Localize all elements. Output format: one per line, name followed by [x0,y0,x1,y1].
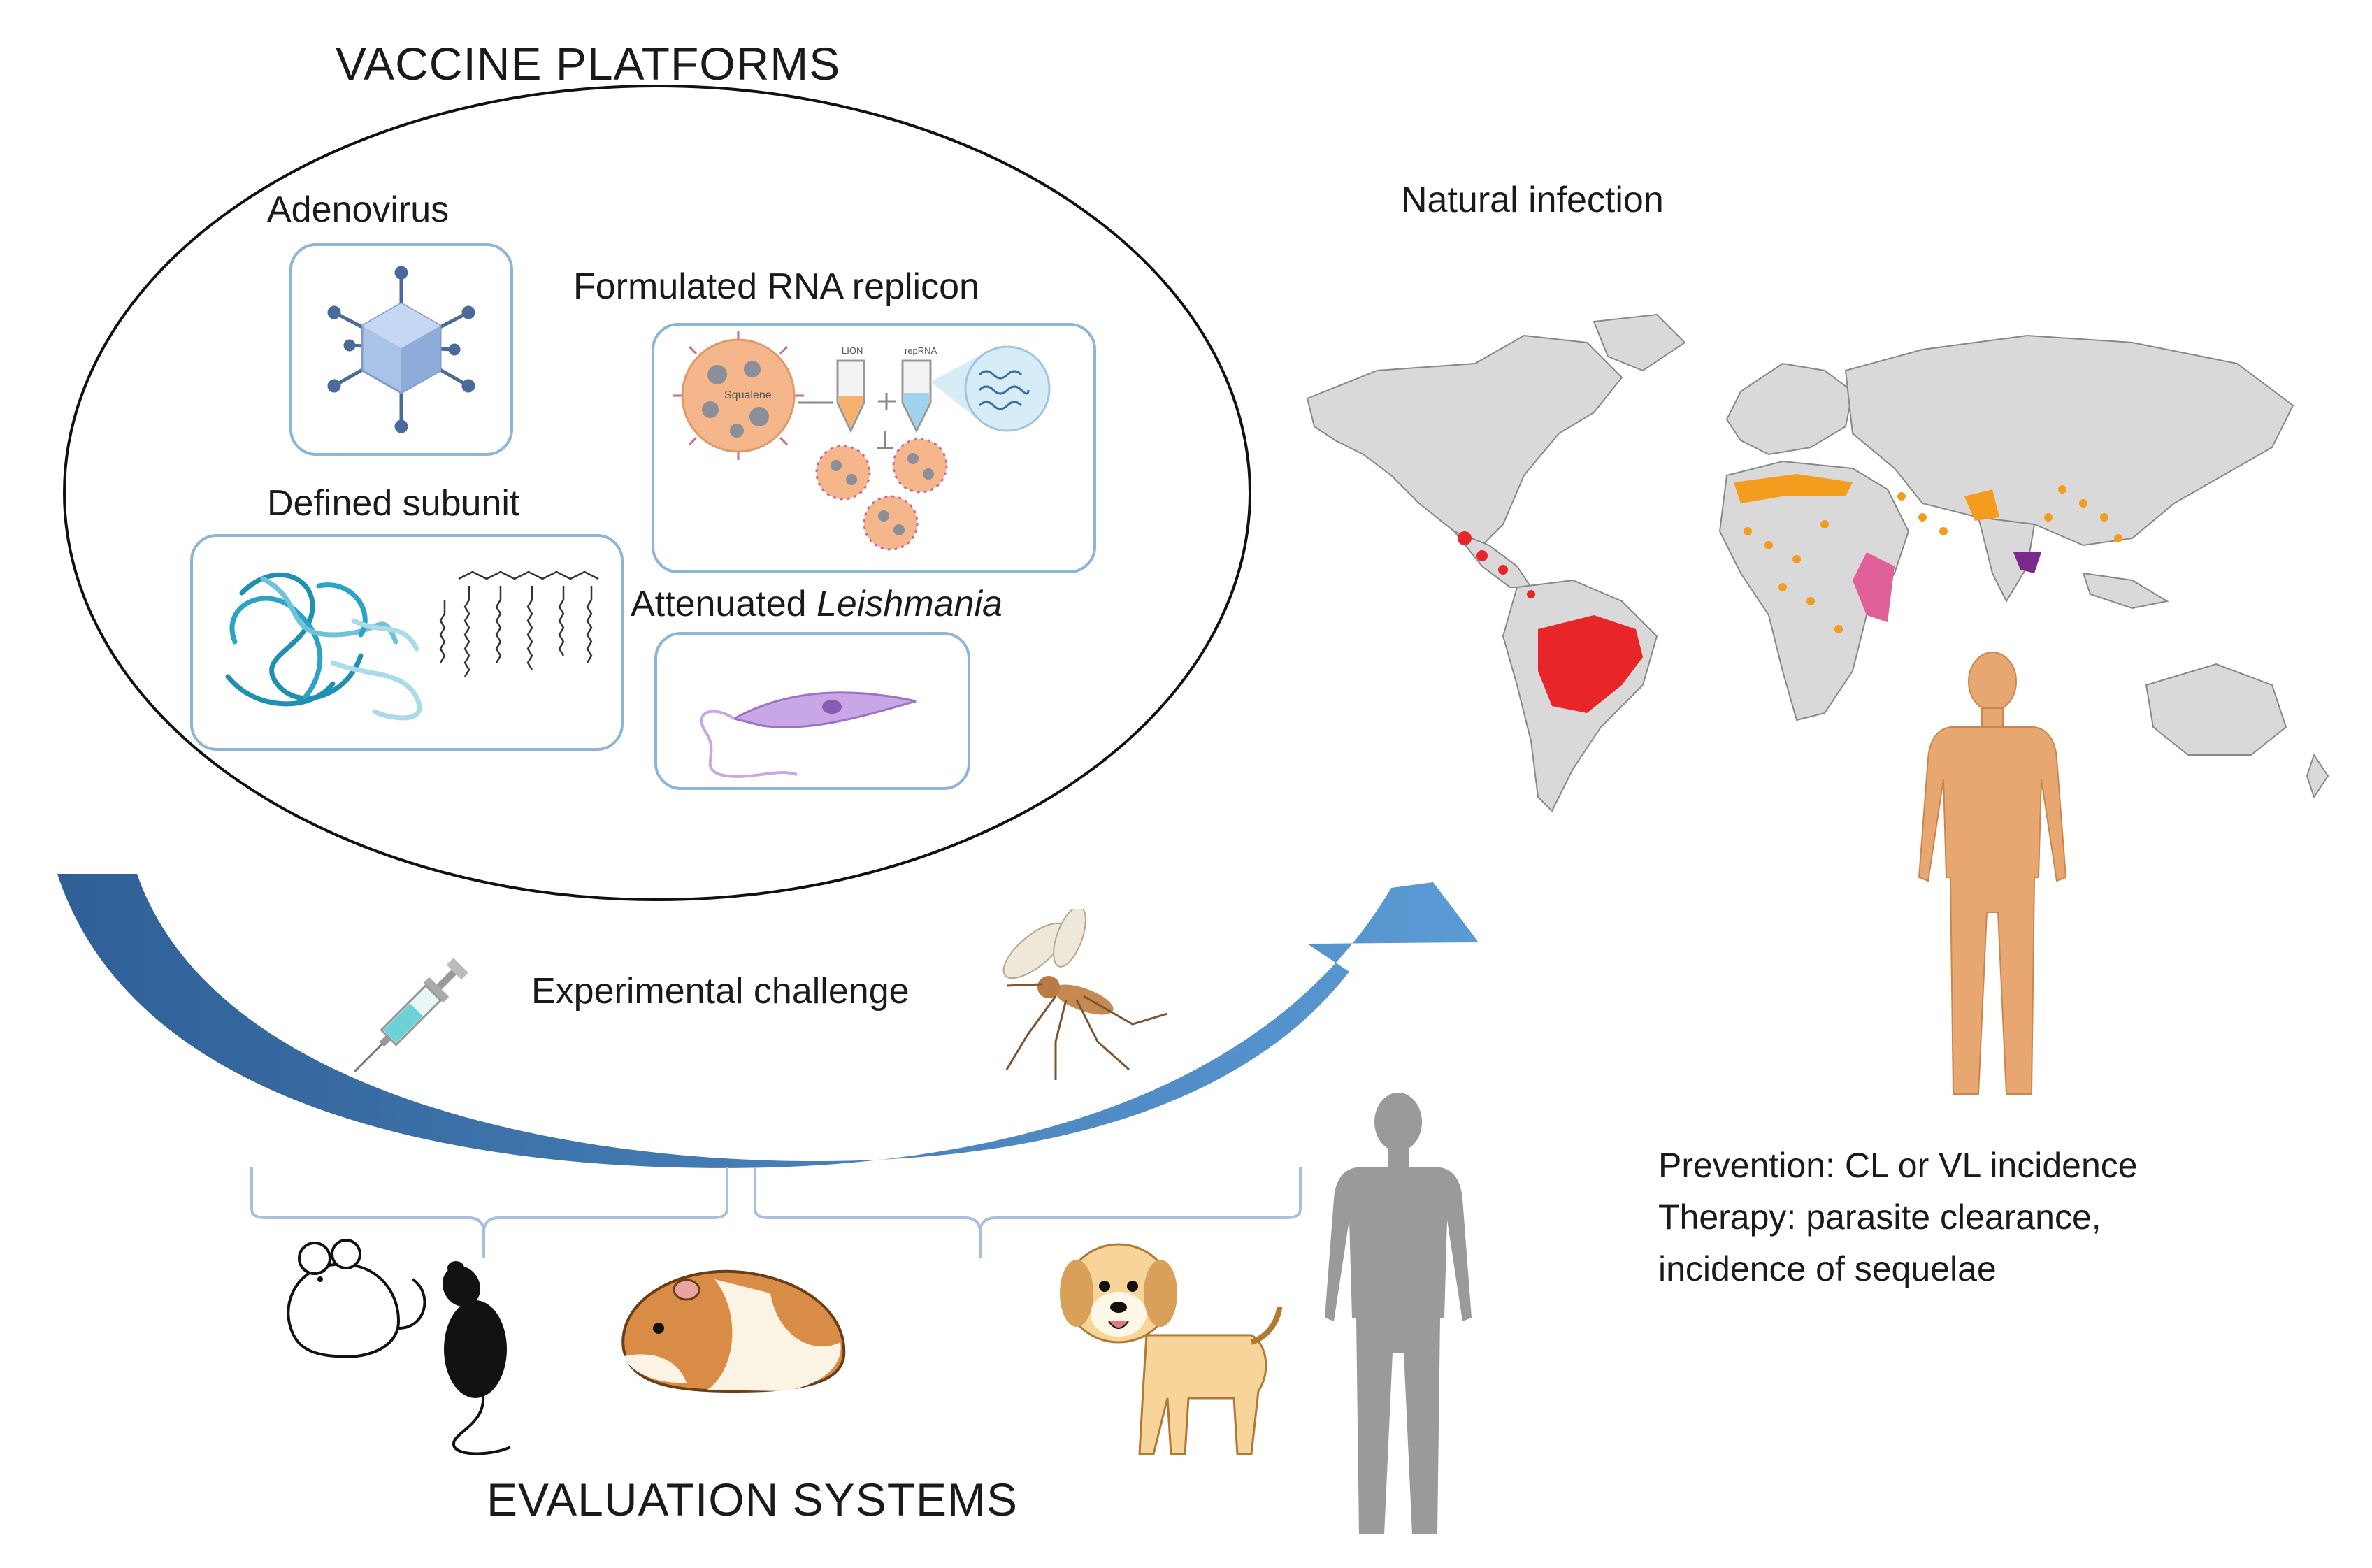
leishmania-parasite-icon [700,691,917,778]
sand-fly-icon [1002,909,1168,1080]
rna-replicon-illustration: Squalene LION repRNA [673,331,1051,551]
defined-subunit-label: Defined subunit [267,483,520,524]
cl-regions [1734,474,2122,633]
south-asia-vl-region [2013,552,2041,573]
greenland-shape [1593,313,1686,372]
asia-shape [1844,334,2294,547]
vaccine-platforms-title: VACCINE PLATFORMS [336,38,841,89]
white-mouse-icon [287,1239,426,1358]
leishmania-text: Leishmania [817,584,1002,624]
prevention-text: Prevention: CL or VL incidence [1658,1146,2138,1185]
adenovirus-icon [327,266,475,433]
experimental-challenge-arrow [57,874,1479,1168]
lipid-chain-structures [439,570,599,677]
evaluation-systems-title: EVALUATION SYSTEMS [487,1474,1019,1525]
dog-icon [1060,1243,1282,1455]
therapy-text: Therapy: parasite clearance, [1658,1197,2101,1237]
black-mouse-icon [442,1261,511,1455]
protein-structure-illustration [225,570,599,721]
rna-replicon-label: Formulated RNA replicon [573,266,979,307]
reprna-tube-label: repRNA [905,345,937,356]
north-america-shape [1306,334,1623,547]
experimental-challenge-label: Experimental challenge [531,971,910,1012]
world-endemic-map [1306,313,2329,812]
squalene-label: Squalene [724,389,772,401]
endemic-regions [1458,474,2122,713]
hamster-icon [621,1269,846,1393]
southeast-asia-shape [2082,572,2169,610]
east-africa-vl-region [1853,552,1895,622]
attenuated-leishmania-label: Attenuated Leishmania [631,586,1002,622]
outcomes-block: Prevention: CL or VL incidence Therapy: … [1658,1139,2138,1295]
europe-shape [1725,362,1854,456]
natural-infection-label: Natural infection [1401,180,1664,220]
australia-shape [2145,663,2287,756]
gray-human-icon [1325,1093,1472,1534]
attenuated-text: Attenuated [631,584,807,624]
adenovirus-label: Adenovirus [267,189,450,230]
south-america-vl-region [1538,615,1643,713]
adenovirus-card [289,243,513,456]
new-zealand-shape [2306,753,2329,799]
africa-shape [1718,460,1910,721]
sequelae-text: incidence of sequelae [1658,1249,1997,1288]
lion-tube-label: LION [842,345,863,356]
attenuated-leishmania-card [654,632,970,790]
syringe-icon [354,958,468,1072]
rna-replicon-card: Squalene LION repRNA [652,323,1096,573]
evaluation-brackets [250,1167,1302,1258]
platforms-ellipse [63,85,1251,901]
skin-human-icon [1918,652,2067,1095]
defined-subunit-card [190,534,624,751]
india-shape [1977,516,2036,603]
